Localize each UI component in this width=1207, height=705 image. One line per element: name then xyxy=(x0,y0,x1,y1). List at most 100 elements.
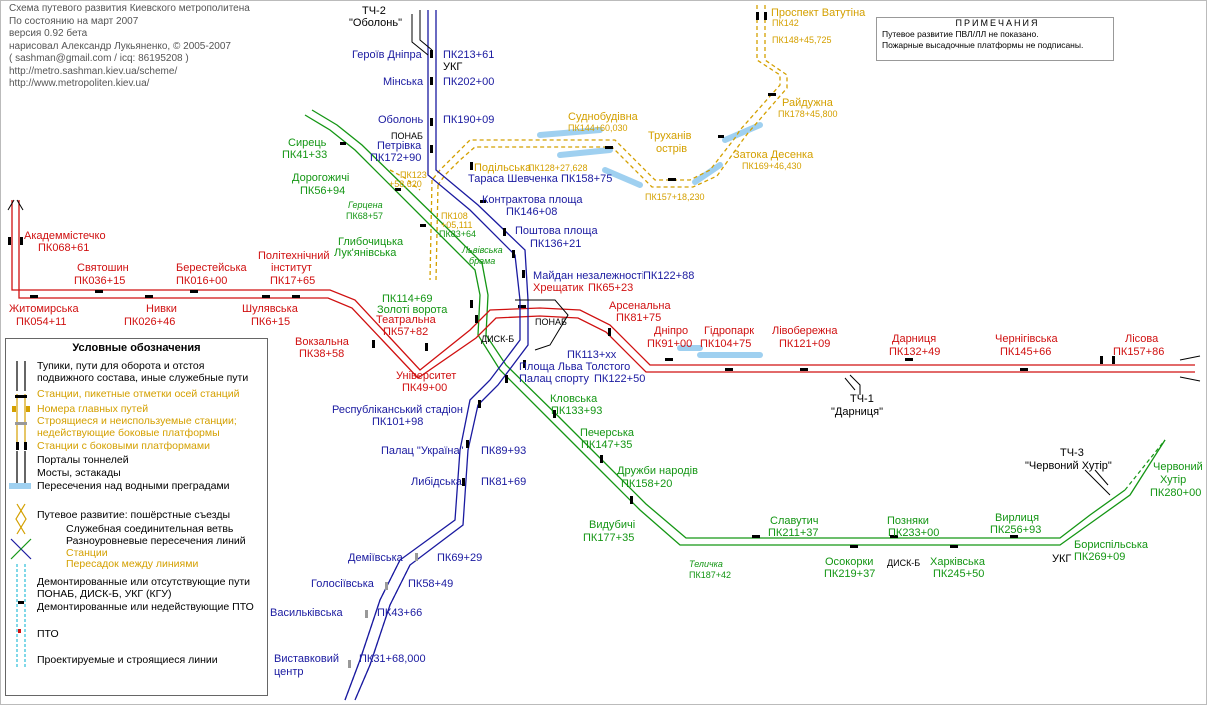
pk-chernihivska: ПК145+66 xyxy=(1000,346,1052,358)
green-line xyxy=(304,109,1166,546)
station-telychka: Теличка xyxy=(689,559,723,569)
depot-tch1-name: "Дарниця" xyxy=(831,406,883,418)
pk-zhytomyrska: ПК054+11 xyxy=(16,316,67,328)
pk-sudnobudivna: ПК144+60,030 xyxy=(568,123,628,133)
legend-item: Мосты, эстакады xyxy=(37,467,121,479)
station-hidropark: Гідропарк xyxy=(704,325,755,337)
station-zatoka: Затока Десенка xyxy=(733,149,814,161)
station-universytet: Університет xyxy=(396,370,457,382)
legend-item: Путевое развитие: пошёрстные съезды xyxy=(37,509,231,521)
station-hlybochytska: Глибочицька xyxy=(338,236,404,248)
red-line xyxy=(11,200,1195,379)
station-obolon: Оболонь xyxy=(378,114,424,126)
station-slavutych: Славутич xyxy=(770,515,819,527)
legend-item: Станции, пикетные отметки осей станций xyxy=(37,388,240,400)
ukg-boryspilska: УКГ xyxy=(1052,553,1072,565)
legend-item: Станции xyxy=(66,547,108,559)
pk-lukianivska: ПК83+64 xyxy=(439,229,476,239)
station-demiivska: Деміївська xyxy=(348,552,403,564)
pk-holosiivska: ПК58+49 xyxy=(408,578,454,590)
pk-akademmistechko: ПК068+61 xyxy=(38,242,90,254)
blue-future-stations xyxy=(348,553,418,668)
station-vokzalna: Вокзальна xyxy=(295,336,349,348)
pk-syrets: ПК41+33 xyxy=(282,149,328,161)
pk-petrivka: ПК172+90 xyxy=(370,152,422,164)
station-respublikanskyi: Республіканський стадіон xyxy=(332,404,463,416)
station-lybidska: Либідська xyxy=(411,476,462,488)
station-lvivska-brama: Львівська xyxy=(462,245,503,255)
header-link-metro[interactable]: http://www.metropoliten.kiev.ua/ xyxy=(9,78,150,89)
pk-obolon: ПК190+09 xyxy=(443,114,495,126)
pk-minska: ПК202+00 xyxy=(443,76,495,88)
disk-b-kharkivska: ДИСК-Б xyxy=(887,558,921,568)
depot-tch2-name: "Оболонь" xyxy=(349,17,403,29)
legend-item: Пересечения над водными преградами xyxy=(37,480,230,492)
pk-slavutych: ПК211+37 xyxy=(768,527,819,539)
station-vydubychi: Видубичі xyxy=(589,519,636,531)
ponab-petrivka: ПОНАБ xyxy=(391,131,423,141)
legend-item: Разноуровневые пересечения линий xyxy=(66,535,246,547)
station-zhytomyrska: Житомирська xyxy=(9,303,79,315)
station-vystavkovyi-2: центр xyxy=(274,666,304,678)
legend-item: Порталы тоннелей xyxy=(37,454,129,466)
pk-tarasa: ПК158+75 xyxy=(561,173,613,185)
pk-113: ПК113+хх xyxy=(567,349,617,361)
station-teatralna: Театральна xyxy=(376,314,436,326)
station-sudnobudivna: Суднобудівна xyxy=(568,111,638,123)
pk-poshtova: ПК136+21 xyxy=(530,238,582,250)
pk-teatralna: ПК57+82 xyxy=(383,326,429,338)
station-pecherska: Печерська xyxy=(580,427,635,439)
pk-sviatoshyn: ПК036+15 xyxy=(74,275,126,287)
station-kharkivska: Харківська xyxy=(930,556,985,568)
legend-item: Пересадок между линиями xyxy=(66,558,199,570)
pk-beresteiska: ПК016+00 xyxy=(176,275,228,287)
pk-darnytsia: ПК132+49 xyxy=(889,346,941,358)
pk-heroiv-dnipra: ПК213+61 xyxy=(443,49,495,61)
pk-boryspilska: ПК269+09 xyxy=(1074,551,1126,563)
legend: Условные обозначения Тупики, пути для об… xyxy=(5,338,268,696)
blue-dashed-ext xyxy=(344,559,411,701)
pk-palats-sportu: ПК122+50 xyxy=(594,373,646,385)
pk-148: ПК148+45,725 xyxy=(772,35,832,45)
station-minska: Мінська xyxy=(383,76,424,88)
station-lisova: Лісова xyxy=(1125,333,1159,345)
station-zoloti-vorota: Золоті ворота xyxy=(377,304,448,316)
station-trukhaniv: Труханів xyxy=(648,130,692,142)
header-link-scheme[interactable]: http://metro.sashman.kiev.ua/scheme/ xyxy=(9,65,178,77)
pk-respublikanskyi: ПК101+98 xyxy=(372,416,424,428)
station-chernihivska: Чернігівська xyxy=(995,333,1058,345)
legend-item: подвижного состава, иные служебные пути xyxy=(37,372,249,384)
legend-item: ПТО xyxy=(37,628,59,640)
station-pozniaky: Позняки xyxy=(887,515,929,527)
station-osokorky: Осокорки xyxy=(825,556,874,568)
pk-lisova: ПК157+86 xyxy=(1113,346,1165,358)
pk-prospekt-vatutina: ПК142 xyxy=(772,18,799,28)
station-khreshchatyk: Хрещатик xyxy=(533,282,584,294)
pk-dnipro: ПК91+00 xyxy=(647,338,693,350)
pk-livoberezhna: ПК121+09 xyxy=(779,338,831,350)
header-author: нарисовал Александр Лукьяненко, © 2005-2… xyxy=(9,40,231,52)
pk-vokzalna: ПК38+58 xyxy=(299,348,345,360)
station-tarasa: Тараса Шевченка xyxy=(468,173,558,185)
station-klovska: Кловська xyxy=(550,393,598,405)
legend-item: ПОНАБ, ДИСК-Б, УКГ (КГУ) xyxy=(37,588,172,600)
pk-telychka: ПК187+42 xyxy=(689,570,731,580)
station-raiduzhna: Райдужна xyxy=(782,97,833,109)
pk-kontraktova: ПК146+08 xyxy=(506,206,558,218)
station-chervonyi-khutir-2: Хутір xyxy=(1160,474,1187,486)
pk-108: ПК108 xyxy=(441,211,468,221)
pk-druzhby: ПК158+20 xyxy=(621,478,673,490)
depot-tch1: ТЧ-1 xyxy=(850,393,874,405)
legend-symbols xyxy=(9,361,32,669)
pk-osokorky: ПК219+37 xyxy=(824,568,876,580)
pk-klovska: ПК133+93 xyxy=(551,405,603,417)
notes-item: Путевое развитие ПВЛ/ЛЛ не показано. xyxy=(882,29,1039,39)
pk-palats-ukraina: ПК89+93 xyxy=(481,445,527,457)
legend-title: Условные обозначения xyxy=(72,342,201,354)
disk-b-centre: ДИСК-Б xyxy=(481,334,515,344)
legend-item: Проектируемые и строящиеся линии xyxy=(37,654,218,666)
pk-khreshchatyk: ПК65+23 xyxy=(588,282,634,294)
pk-politekhnichnyi: ПК17+65 xyxy=(270,275,316,287)
depot-tch3-name: "Червоний Хутір" xyxy=(1025,460,1112,472)
